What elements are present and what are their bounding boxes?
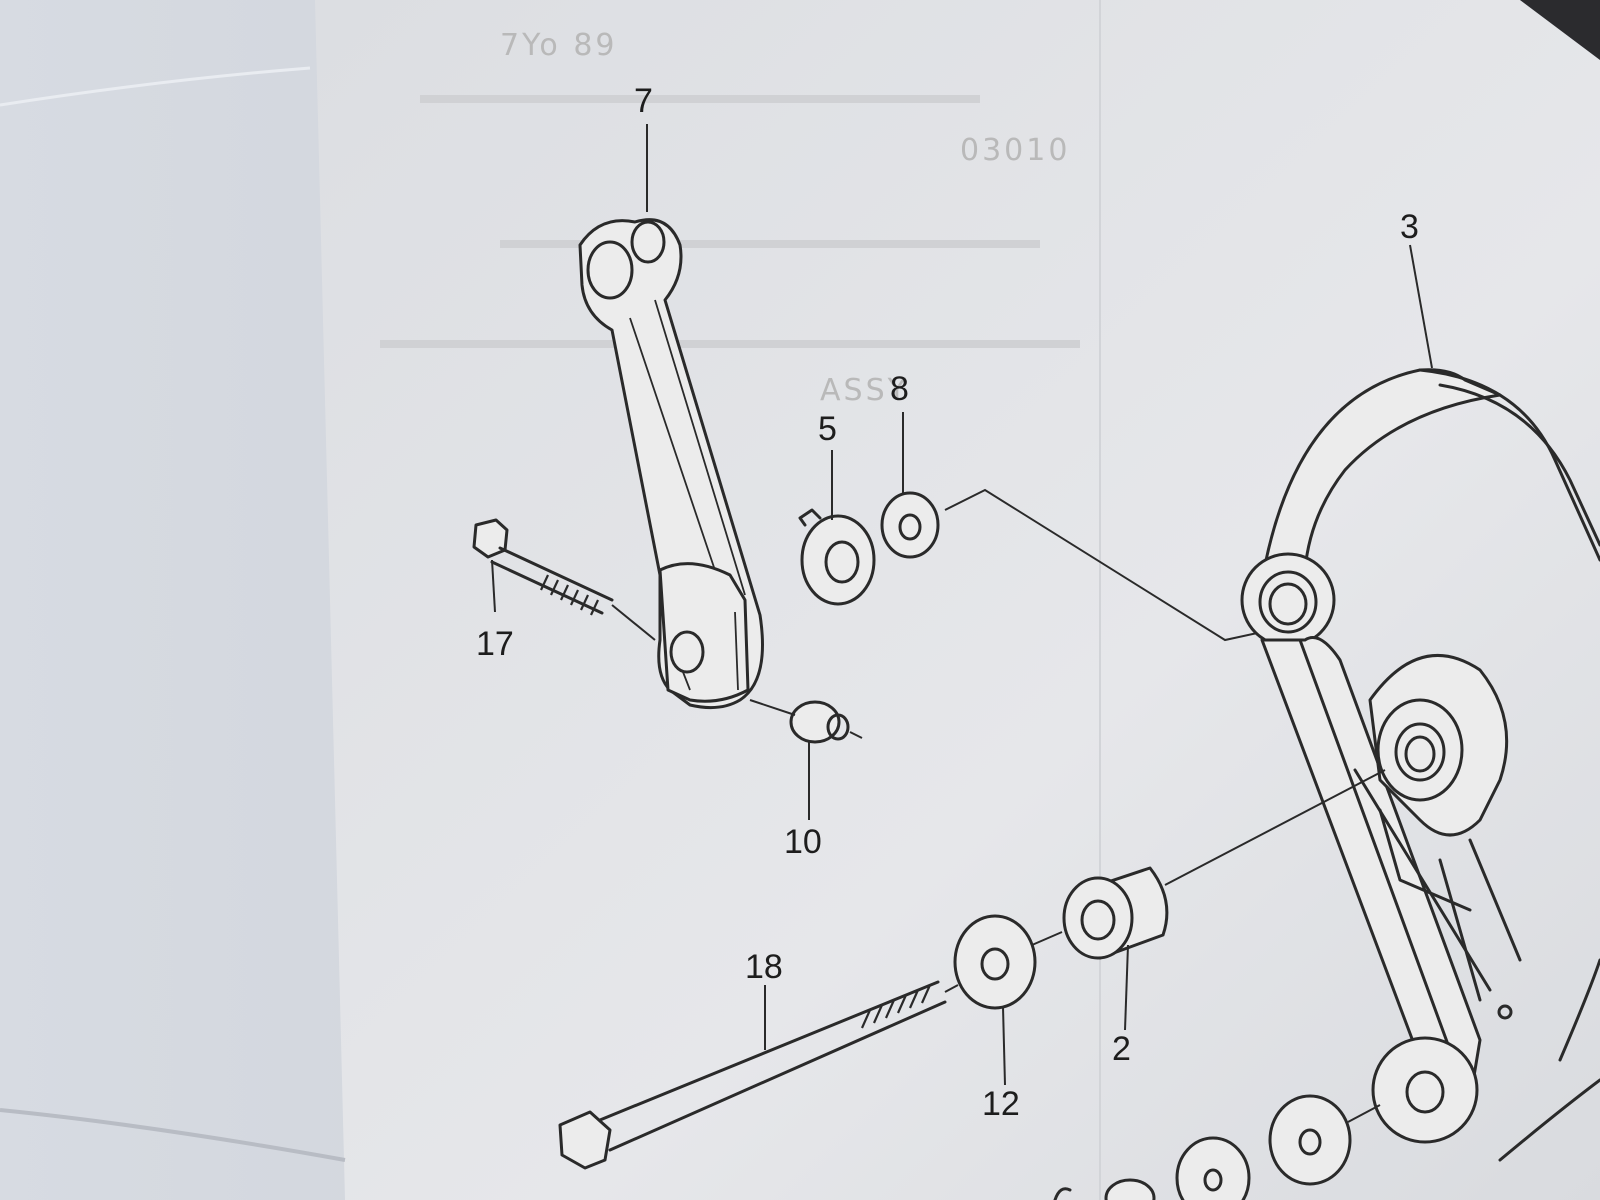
callout-12: 12	[982, 1085, 1020, 1123]
assembly-line-8-3	[944, 488, 1263, 642]
bottom-hardware	[1053, 1094, 1381, 1200]
part-8-washer	[880, 491, 940, 559]
part-12-washer	[953, 914, 1063, 1010]
ghost-text-3: ASSY	[820, 373, 909, 408]
part-3-frame	[1240, 368, 1600, 1162]
show-through-text: 7Yo 89 03010 ASSY	[380, 28, 1080, 408]
ghost-text-2: 03010	[960, 133, 1070, 168]
callout-leaders	[491, 124, 1433, 1086]
callout-10: 10	[784, 823, 822, 861]
part-5-lock-washer	[798, 508, 876, 606]
callout-2: 2	[1112, 1030, 1131, 1068]
callout-17: 17	[476, 625, 514, 663]
callout-5: 5	[818, 410, 837, 448]
callout-7: 7	[634, 82, 653, 120]
part-2-spacer	[1062, 769, 1386, 960]
part-7-link-arm	[578, 218, 764, 710]
part-17-bolt	[472, 518, 656, 641]
callout-labels: 7 3 5 8 17 10 18 2 12	[476, 82, 1419, 1123]
callout-18: 18	[745, 948, 783, 986]
callout-3: 3	[1400, 208, 1419, 246]
part-18-long-bolt	[558, 980, 959, 1170]
callout-8: 8	[890, 370, 909, 408]
part-10-flange-nut	[749, 699, 863, 744]
ghost-text-1: 7Yo 89	[500, 28, 618, 63]
